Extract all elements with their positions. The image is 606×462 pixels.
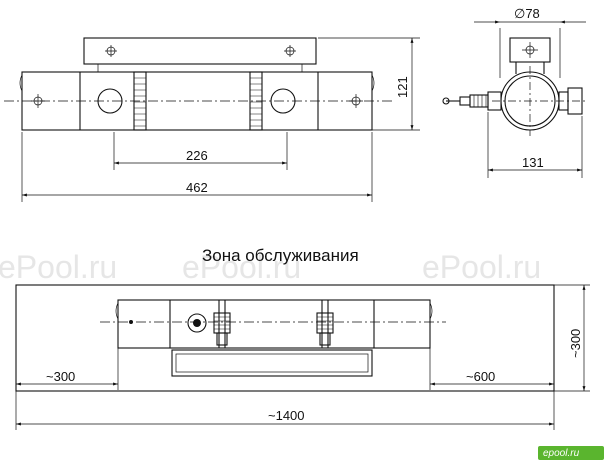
- watermark-right: ePool.ru: [422, 249, 541, 285]
- side-nipple: [469, 94, 489, 108]
- top-view: 121 226 462: [4, 37, 420, 202]
- dim-diameter-78: ∅78: [514, 6, 540, 21]
- side-view: ∅78 131: [442, 6, 586, 178]
- brand-badge: epool.ru: [538, 446, 604, 460]
- brand-text: epool.ru: [543, 448, 580, 459]
- dim-length-462: 462: [186, 180, 208, 195]
- service-zone: Зона обслуживания: [15, 246, 590, 430]
- dim-height-121: 121: [395, 76, 410, 98]
- zone-cell-body: [117, 299, 431, 349]
- watermark-left: ePool.ru: [0, 249, 117, 285]
- side-bracket: [509, 37, 551, 63]
- mounting-plate: [83, 37, 317, 65]
- zone-mounting-plate: [171, 349, 373, 377]
- service-area-outline: [15, 284, 555, 392]
- dim-width-131: 131: [522, 155, 544, 170]
- watermark-group: ePool.ru ePool.ru ePool.ru: [0, 249, 541, 285]
- dim-clearance-left: ~300: [46, 369, 75, 384]
- zone-inlet-port: [187, 313, 207, 333]
- dim-zone-length: ~1400: [268, 408, 305, 423]
- zone-clamp-left: [213, 300, 231, 348]
- dim-port-spacing-226: 226: [186, 148, 208, 163]
- watermark-center: ePool.ru: [182, 249, 301, 285]
- dim-clearance-right: ~600: [466, 369, 495, 384]
- zone-clamp-right: [316, 300, 334, 348]
- service-zone-title: Зона обслуживания: [202, 246, 359, 265]
- dim-zone-height: ~300: [568, 329, 583, 358]
